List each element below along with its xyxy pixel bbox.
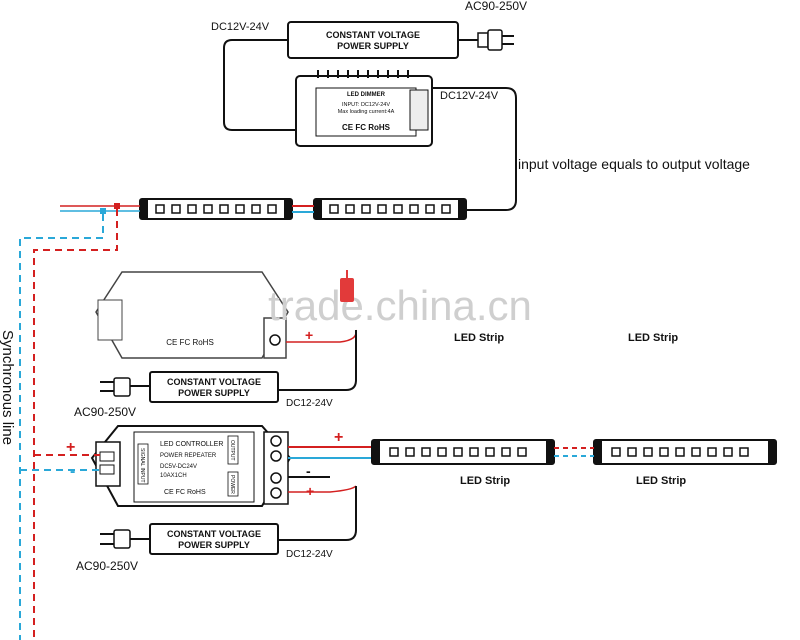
- minus-blue-label: -: [70, 463, 75, 480]
- plus-2: +: [334, 429, 343, 446]
- plus-red-label: +: [66, 439, 75, 456]
- controller-power-label: POWER: [229, 475, 235, 494]
- power-supply-mid-line2: POWER SUPPLY: [178, 388, 250, 398]
- controller-subtitle: POWER REPEATER: [160, 453, 217, 459]
- led-strip-bottom-right: [593, 439, 777, 465]
- controller-signal-label: SIGNAL INPUT: [139, 448, 145, 483]
- controller-certs: CE FC RoHS: [164, 489, 206, 496]
- power-supply-mid: CONSTANT VOLTAGE POWER SUPPLY: [149, 371, 279, 403]
- dimmer-title: LED DIMMER: [347, 92, 386, 98]
- dimmer-input: INPUT: DC12V-24V: [342, 102, 390, 108]
- sync-line-label: Synchronous line: [0, 330, 16, 445]
- controller-output-label: OUTPUT: [229, 440, 235, 461]
- power-supply-top: CONSTANT VOLTAGE POWER SUPPLY: [287, 21, 459, 59]
- dc-top-label: DC12V-24V: [211, 21, 270, 33]
- controller-rating: 10AX1CH: [160, 473, 187, 479]
- wire-ctrl-pwr-return: [278, 486, 357, 541]
- led-strip-label-4: LED Strip: [636, 475, 686, 487]
- note-label: input voltage equals to output voltage: [518, 156, 750, 172]
- red-connector: [340, 278, 354, 302]
- wire-ctrl-pwr-pos: [288, 485, 357, 493]
- wire-rep-top-pos: [286, 329, 357, 343]
- repeater-top-certs: CE FC RoHS: [166, 338, 214, 347]
- ac-mid-label: AC90-250V: [74, 405, 136, 419]
- dimmer-max: Max loading current:4A: [338, 109, 395, 115]
- wire-ps-dimmer: [223, 39, 300, 131]
- wire-dimmer-strip: [432, 87, 517, 211]
- controller-title: LED CONTROLLER: [160, 441, 223, 448]
- led-strip-top-left: [139, 198, 293, 220]
- power-supply-bottom-line1: CONSTANT VOLTAGE: [167, 529, 261, 539]
- led-controller: SIGNAL INPUT LED CONTROLLER POWER REPEAT…: [90, 425, 292, 507]
- plus-1: +: [305, 327, 313, 343]
- power-supply-bottom: CONSTANT VOLTAGE POWER SUPPLY: [149, 523, 279, 555]
- ac-top-label: AC90-250V: [465, 0, 527, 13]
- sync-line-red: [33, 209, 118, 640]
- led-dimmer: LED DIMMER INPUT: DC12V-24V Max loading …: [295, 70, 433, 147]
- watermark-text: trade.china.cn: [268, 282, 532, 329]
- led-strip-bottom-left: [371, 439, 555, 465]
- ac-plug-mid-icon: [100, 377, 150, 397]
- ac-bottom-label: AC90-250V: [76, 559, 138, 573]
- power-supply-bottom-line2: POWER SUPPLY: [178, 540, 250, 550]
- minus-3: -: [306, 463, 311, 479]
- led-strip-label-1: LED Strip: [454, 332, 504, 344]
- plus-3: +: [306, 483, 314, 499]
- ac-plug-bottom-icon: [100, 529, 150, 549]
- controller-voltage: DC5V-DC24V: [160, 464, 197, 470]
- dc-bottom-label: DC12-24V: [286, 549, 333, 560]
- power-supply-top-line1: CONSTANT VOLTAGE: [326, 30, 420, 40]
- power-supply-top-line2: POWER SUPPLY: [337, 41, 409, 51]
- led-strip-label-3: LED Strip: [460, 475, 510, 487]
- minus-2-label: -: [338, 449, 343, 465]
- junction-blue: [100, 208, 106, 214]
- ac-plug-icon: [458, 29, 514, 51]
- power-supply-mid-line1: CONSTANT VOLTAGE: [167, 377, 261, 387]
- led-strip-label-2: LED Strip: [628, 332, 678, 344]
- dc-dimmer-label: DC12V-24V: [440, 90, 499, 102]
- dc-mid-label: DC12-24V: [286, 398, 333, 409]
- junction-red: [114, 203, 120, 209]
- dimmer-certs: CE FC RoHS: [342, 123, 391, 132]
- wire-rep-top-return: [278, 330, 357, 391]
- led-strip-top-right: [313, 198, 467, 220]
- repeater-top: CE FC RoHS: [95, 271, 289, 359]
- sync-line-blue: [19, 214, 104, 640]
- dimmer-knob: [409, 89, 429, 131]
